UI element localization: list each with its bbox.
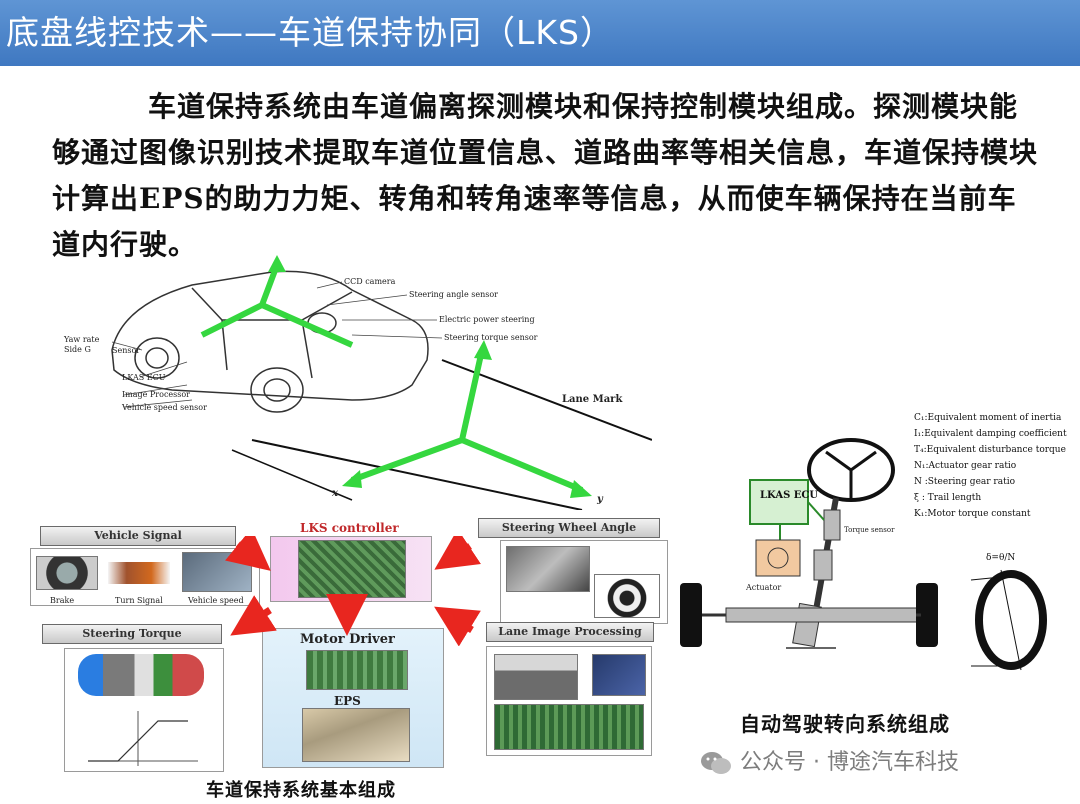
legend-item: ξ : Trail length xyxy=(914,493,981,503)
arrow-lane-to-controller xyxy=(434,606,481,646)
arrow-vehicle-to-controller xyxy=(225,536,271,571)
legend-item: N :Steering gear ratio xyxy=(914,477,1015,487)
right-wheel xyxy=(916,583,938,647)
lane-mark-lower xyxy=(231,449,353,501)
label-steering-angle: Steering angle sensor xyxy=(409,290,498,299)
turn-signal-image xyxy=(108,562,170,584)
label-steering-torque: Steering torque sensor xyxy=(444,333,538,342)
controller-board-image xyxy=(298,540,406,598)
legend-item: N₁:Actuator gear ratio xyxy=(914,461,1016,471)
label-lkas-ecu: LKAS ECU xyxy=(122,373,166,382)
turn-signal-label: Turn Signal xyxy=(115,596,163,605)
ecu-label: LKAS ECU xyxy=(760,490,818,501)
brake-image xyxy=(36,556,98,590)
lkas-ecu-box xyxy=(749,479,809,525)
motor-driver-label: Motor Driver xyxy=(300,632,395,647)
legend-item: C₁:Equivalent moment of inertia xyxy=(914,413,1062,423)
arrow-controller-to-torque xyxy=(230,595,277,636)
wechat-icon xyxy=(701,752,731,774)
torque-sensor-label: Torque sensor xyxy=(844,526,895,534)
vehicle-speed-label: Vehicle speed xyxy=(188,596,244,605)
brake-label: Brake xyxy=(50,596,75,605)
steering-diagram-caption: 自动驾驶转向系统组成 xyxy=(740,712,950,736)
intro-paragraph: 车道保持系统由车道偏离探测模块和保持控制模块组成。探测模块能够通过图像识别技术提… xyxy=(52,84,1042,268)
eps-label: EPS xyxy=(334,694,361,708)
slide-title: 底盘线控技术——车道保持协同（LKS） xyxy=(0,0,1080,66)
label-ccd: CCD camera xyxy=(344,277,396,286)
label-yaw: Yaw rate xyxy=(63,335,100,344)
legend-item: T₄:Equivalent disturbance torque xyxy=(914,445,1066,455)
label-eps: Electric power steering xyxy=(439,315,535,324)
intro-text: 车道保持系统由车道偏离探测模块和保持控制模块组成。探测模块能够通过图像识别技术提… xyxy=(52,90,1039,261)
steering-torque-label: Steering Torque xyxy=(42,624,222,644)
steering-rack xyxy=(725,607,922,623)
flow-arrows xyxy=(225,536,481,646)
motor-driver-board-image xyxy=(306,650,408,690)
actuator-box xyxy=(755,539,801,577)
label-vehicle-speed: Vehicle speed sensor xyxy=(121,403,207,412)
formula-label: δ=θ/N xyxy=(986,553,1015,563)
ground-axes xyxy=(350,349,584,493)
steering-wheel-angle-label: Steering Wheel Angle xyxy=(478,518,660,538)
legend-item: I₁:Equivalent damping coefficient xyxy=(914,429,1067,439)
legend-item: K₁:Motor torque constant xyxy=(914,509,1031,519)
label-lane-mark: Lane Mark xyxy=(562,394,623,405)
lane-image-label: Lane Image Processing xyxy=(486,622,654,642)
axis-y-label: y xyxy=(596,494,604,505)
road-camera-image xyxy=(494,654,578,700)
lks-car-diagram: CCD camera Steering angle sensor Electri… xyxy=(63,255,652,510)
angle-sensor-image xyxy=(594,574,660,618)
lane-mark-left xyxy=(251,439,583,510)
steering-column-image xyxy=(506,546,590,592)
torque-graph xyxy=(88,711,198,766)
label-sensor: Sensor xyxy=(112,346,140,355)
processing-board-image xyxy=(494,704,644,750)
steering-system-diagram: LKAS ECU Actuator Torque sensor δ=θ/N C₁… xyxy=(680,413,1067,671)
lks-controller-label: LKS controller xyxy=(300,521,399,535)
torque-sensor-image xyxy=(78,654,204,696)
label-image-processor: Image Processor xyxy=(122,390,190,399)
camera-unit-image xyxy=(592,654,646,696)
watermark-text: 公众号 · 博途汽车科技 xyxy=(740,750,959,775)
steering-legend: C₁:Equivalent moment of inertia I₁:Equiv… xyxy=(914,413,1067,519)
arrow-wheel-to-controller xyxy=(434,536,481,570)
vehicle-signal-label: Vehicle Signal xyxy=(40,526,236,546)
torque-sensor-block xyxy=(823,509,841,541)
axis-x-label: x xyxy=(331,488,339,499)
label-side: Side G xyxy=(64,345,91,354)
eps-image xyxy=(302,708,410,762)
block-diagram-caption: 车道保持系统基本组成 xyxy=(206,780,396,801)
left-wheel xyxy=(680,583,702,647)
actuator-label: Actuator xyxy=(745,583,781,592)
